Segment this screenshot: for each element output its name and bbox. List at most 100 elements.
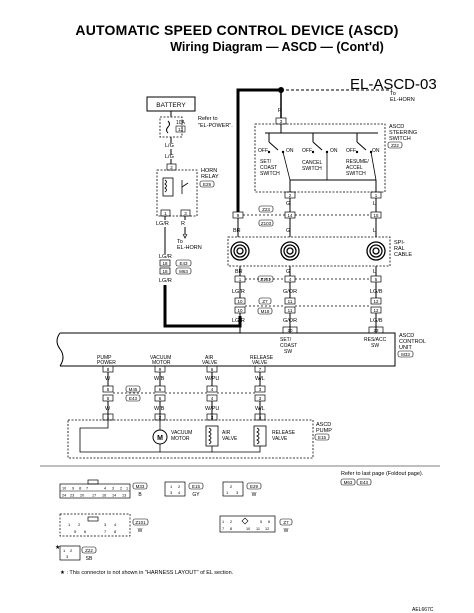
z7-p7: 7	[222, 527, 224, 531]
m33-row2-b: 23	[70, 494, 74, 498]
cancel-label2: SWITCH	[302, 166, 322, 172]
on-label-1: ON	[286, 148, 294, 154]
pump-conn: E15	[318, 435, 327, 440]
z7-p11: 11	[256, 527, 260, 531]
cu-pin-7: 7	[259, 367, 262, 372]
air-valve-icon	[205, 425, 219, 447]
horn-relay-conn: E29	[203, 182, 212, 187]
pin-11a: 11	[288, 299, 293, 304]
pin-10b: 10	[237, 308, 243, 313]
pump-pin-3: 3	[211, 415, 214, 420]
z101-p3: 3	[104, 522, 107, 527]
pump-air2: VALVE	[222, 436, 238, 442]
diagram-code: EL-ASCD-03	[350, 76, 437, 93]
battery-refer-line1: Refer to	[198, 116, 218, 122]
wire-label-br-2: BR	[235, 269, 243, 275]
fuse-rating: 10A	[176, 120, 186, 126]
conn-e43: E43	[179, 261, 188, 266]
conn-z103: Z103	[261, 221, 272, 226]
conn-m18: M18	[261, 309, 270, 314]
wire-label-wb-2: W/B	[154, 406, 165, 412]
pin-10a: 10	[237, 299, 243, 304]
wire-label-r-relay: R	[181, 221, 185, 227]
connector-face-m33: 10 9 8 7 4 3 2 1 24 23 20 17 16 14 13 M3…	[59, 479, 148, 499]
connector-face-e15: 1 2 3 4 E15 GY	[164, 481, 204, 498]
m45-pin-6a: 6	[159, 387, 162, 392]
resume-label1: RESUME/	[346, 159, 369, 165]
cu-label1: ASCD	[399, 333, 414, 339]
fuse-icon	[166, 120, 170, 134]
off-label-3: OFF	[346, 148, 356, 154]
z101-p8: 8	[114, 529, 117, 534]
ascd-pump-box	[67, 419, 314, 459]
cu-label3: UNIT	[399, 345, 412, 351]
connector-row-m45: 5 6 4 3 5 6 4 3 M45 E43	[102, 385, 266, 402]
m45-pin-5a: 5	[107, 387, 110, 392]
face-z22-color: SB	[86, 556, 93, 562]
m33-row2-c: 20	[80, 494, 84, 498]
pump-vac2: MOTOR	[171, 436, 190, 442]
face-m33-color: B	[138, 492, 142, 498]
z22-p1: 1	[63, 548, 66, 553]
cu-vac1: VACUUM	[150, 355, 171, 361]
pump-rel1: RELEASE	[272, 430, 296, 436]
conn-z23: Z23	[262, 207, 270, 212]
cu-pin-6: 6	[211, 367, 214, 372]
conn-e43-b: E43	[129, 396, 138, 401]
wire-label-l-3: L	[373, 269, 376, 275]
wire-label-lgr-4: LG/R	[232, 289, 245, 295]
wire-label-gor-1: G/OR	[283, 289, 297, 295]
face-e29-color: W	[252, 492, 257, 498]
spiral-label3: CABLE	[394, 252, 412, 258]
pin-12b: 12	[373, 308, 379, 313]
connector-row-z7: 10 11 12 10 11 12 Z7 M18	[234, 297, 382, 315]
wire-label-l-1: L	[373, 201, 376, 207]
cu-pin-8: 8	[107, 367, 110, 372]
refer-text: Refer to last page (Foldout page).	[341, 471, 424, 477]
wire-label-wb-1: W/B	[154, 376, 165, 382]
connector-row-z23: 9 14 15 Z23 Z103	[232, 205, 382, 227]
z101-p6: 6	[84, 529, 87, 534]
pump-rel2: VALVE	[272, 436, 288, 442]
wire-label-l-2: L	[373, 228, 376, 234]
pump-label2: PUMP	[316, 428, 332, 434]
pin-11b: 11	[288, 308, 293, 313]
cu-res2: SW	[371, 343, 379, 349]
relay-pin-3: 3	[184, 211, 187, 216]
z7-p2: 2	[230, 520, 232, 524]
z22-p3: 3	[66, 554, 69, 559]
horn-relay-box	[156, 169, 198, 217]
wire-label-br-1: BR	[233, 228, 241, 234]
page-title: AUTOMATIC SPEED CONTROL DEVICE (ASCD)	[75, 22, 399, 38]
battery-label: BATTERY	[156, 102, 186, 109]
cu-air2: VALVE	[202, 360, 218, 366]
cancel-label1: CANCEL	[302, 160, 323, 166]
face-z101-color: W	[138, 528, 143, 534]
conn-m63: M63	[179, 269, 188, 274]
cu-pump1: PUMP	[97, 355, 112, 361]
page-subtitle: Wiring Diagram — ASCD — (Cont'd)	[170, 40, 384, 54]
cu-rel1: RELEASE	[250, 355, 274, 361]
wire-label-lg-2: L/G	[165, 154, 174, 160]
footer-code: AEL667C	[412, 607, 434, 613]
on-label-3: ON	[372, 148, 380, 154]
wire-label-lgr-2: LG/R	[159, 254, 172, 260]
cu-pin-9: 9	[159, 367, 162, 372]
m33-row1-a: 10	[62, 487, 66, 491]
sw-pin-2: 2	[289, 193, 292, 198]
e29-p1: 1	[226, 490, 229, 495]
wire-label-lgb-2: LG/B	[370, 318, 383, 324]
wire-label-wpu-2: W/PU	[205, 406, 219, 412]
spiral-label1: SPI-	[394, 240, 405, 246]
pin-14: 14	[287, 213, 293, 218]
sw-pin-1: 1	[375, 193, 378, 198]
set-label1: SET/	[260, 159, 272, 165]
fuse-number: 13	[178, 127, 184, 132]
pump-vac1: VACUUM	[171, 430, 192, 436]
m33-row1-d: 7	[86, 487, 88, 491]
m33-row1-e: 4	[104, 487, 106, 491]
face-e15-color: GY	[192, 492, 200, 498]
cu-pump2: POWER	[97, 360, 116, 366]
wire-label-w-1: W	[105, 376, 111, 382]
e15-p2: 2	[178, 484, 181, 489]
